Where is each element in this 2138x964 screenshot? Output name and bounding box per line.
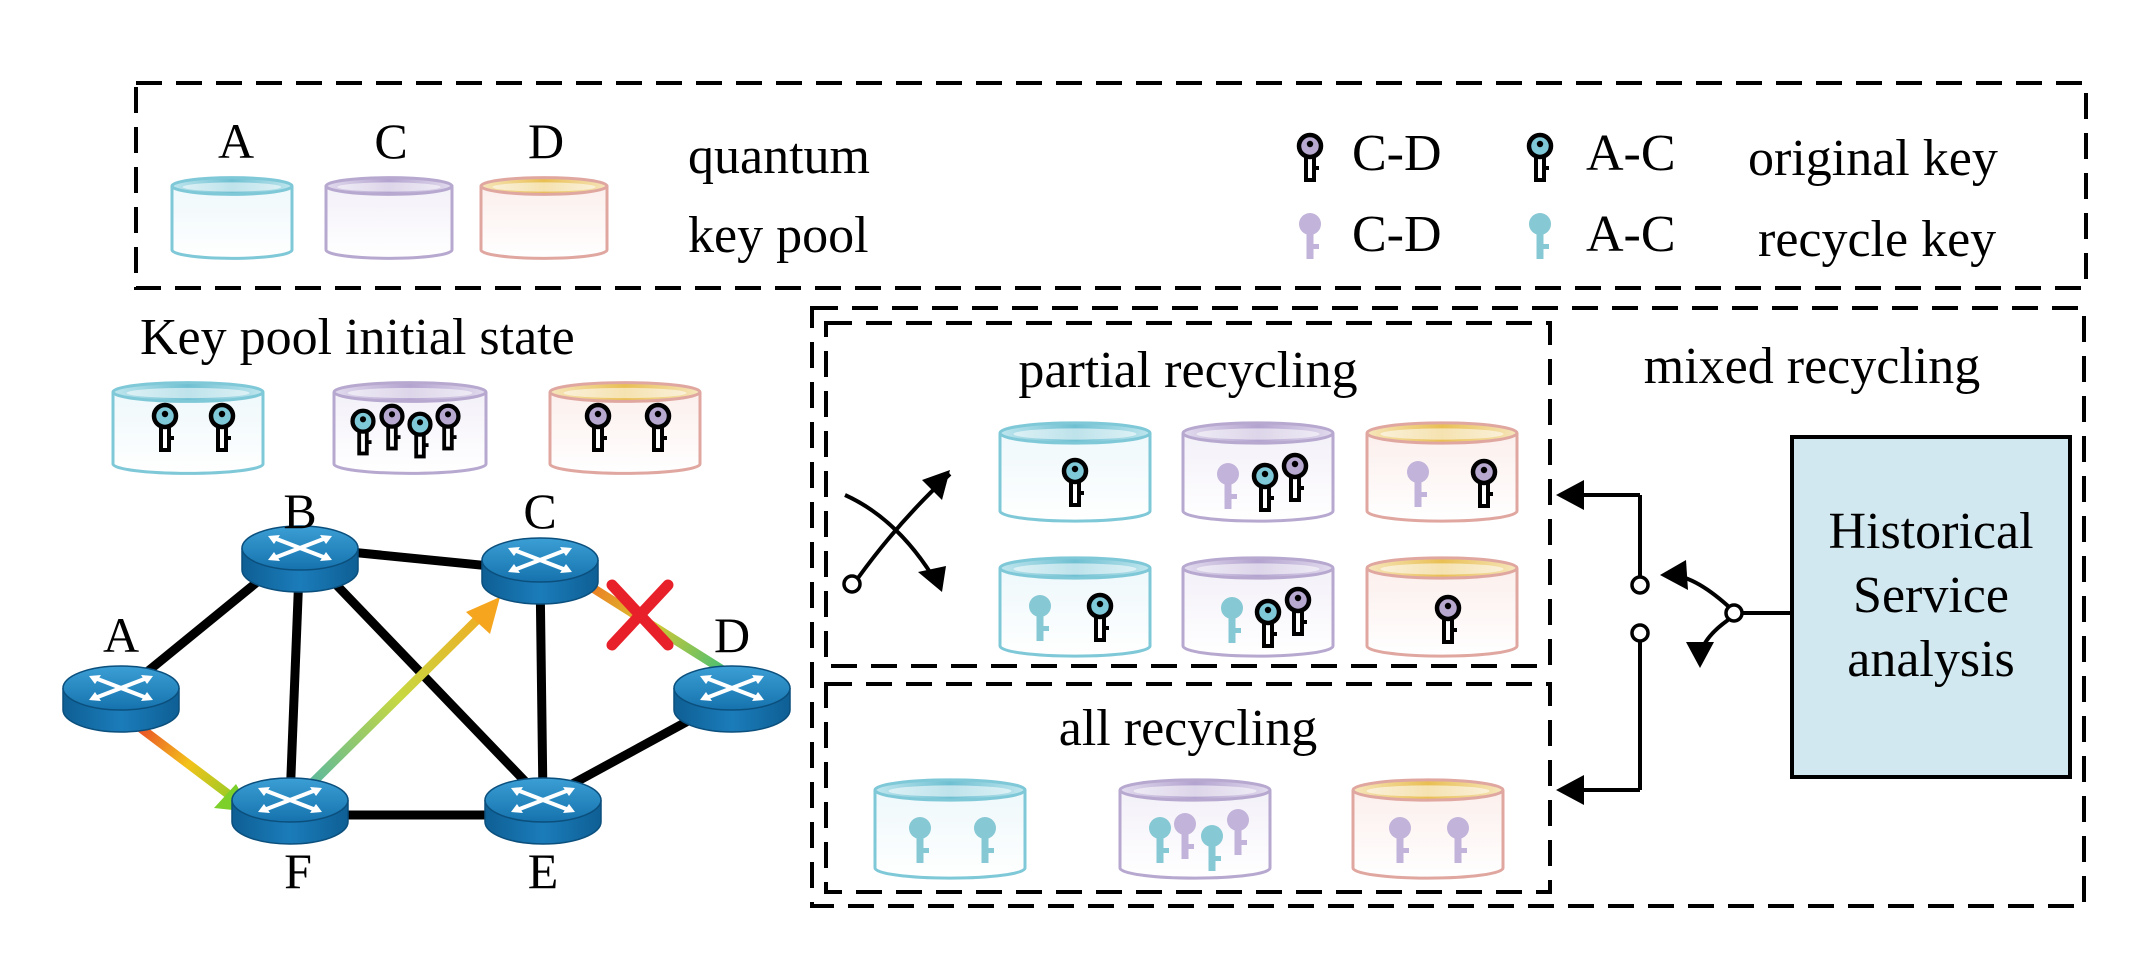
node-label-c: C bbox=[523, 483, 556, 539]
path-arrow-a-f bbox=[127, 716, 239, 804]
all-d-key-1-icon bbox=[1389, 817, 1411, 863]
partial-r2-c-key-2-icon bbox=[1254, 598, 1282, 648]
all-a-key-1-icon bbox=[909, 817, 931, 863]
legend-pool-label-a: A bbox=[218, 113, 254, 169]
partial-r1-d-key-2-icon bbox=[1470, 458, 1498, 508]
initial-a-key-1-icon bbox=[151, 402, 179, 452]
partial-r1-a-key-icon bbox=[1061, 457, 1089, 507]
partial-r1-c-key-3-icon bbox=[1281, 452, 1309, 502]
legend-pool-caption-line1: quantum bbox=[688, 128, 870, 185]
initial-pool-a bbox=[111, 381, 265, 475]
mixed-recycling-title: mixed recycling bbox=[1644, 338, 1980, 395]
legend-pools bbox=[170, 176, 609, 260]
routers bbox=[62, 525, 791, 845]
all-pool-d bbox=[1351, 778, 1505, 880]
original-key-cd-icon bbox=[1296, 132, 1324, 182]
legend-pool-a bbox=[170, 176, 294, 260]
all-c-key-3-icon bbox=[1201, 825, 1223, 871]
all-recycling-title: all recycling bbox=[1059, 700, 1317, 757]
partial-recycling-frame bbox=[824, 321, 1552, 668]
swap-arrows-icon bbox=[842, 470, 952, 594]
legend-recycle-ac: A-C bbox=[1586, 206, 1676, 263]
node-label-d: D bbox=[714, 607, 750, 663]
switch-terminal-source bbox=[1724, 603, 1744, 623]
legend-pool-label-d: D bbox=[528, 113, 564, 169]
legend-original-key-caption: original key bbox=[1748, 130, 1998, 187]
router-c-icon bbox=[481, 537, 599, 605]
initial-d-key-1-icon bbox=[584, 402, 612, 452]
historical-analysis-box bbox=[1790, 435, 2072, 779]
initial-state-title: Key pool initial state bbox=[140, 309, 575, 366]
partial-r1-c-key-1-icon bbox=[1217, 463, 1239, 509]
partial-r2-pool-a bbox=[998, 556, 1152, 658]
analysis-line1: Historical bbox=[1828, 503, 2033, 560]
initial-d-key-2-icon bbox=[644, 402, 672, 452]
recycle-key-cd-icon bbox=[1299, 213, 1321, 259]
initial-c-key-2-icon bbox=[379, 403, 405, 451]
legend-frame bbox=[134, 81, 2088, 290]
partial-r2-c-key-3-icon bbox=[1284, 586, 1312, 636]
partial-r2-a-key-1-icon bbox=[1029, 595, 1051, 641]
partial-r2-a-key-2-icon bbox=[1086, 592, 1114, 642]
recycle-key-ac-icon bbox=[1529, 213, 1551, 259]
legend-pool-label-c: C bbox=[374, 113, 407, 169]
node-label-b: B bbox=[283, 483, 316, 539]
partial-r1-c-key-2-icon bbox=[1251, 462, 1279, 512]
all-c-key-2-icon bbox=[1174, 813, 1196, 859]
switch-terminal-top bbox=[1630, 575, 1650, 595]
all-pool-a bbox=[873, 778, 1027, 880]
legend-keys bbox=[1296, 132, 1554, 259]
network-topology: A B C D E F bbox=[62, 483, 791, 899]
initial-pool-d bbox=[548, 381, 702, 475]
all-recycling-frame bbox=[824, 682, 1552, 894]
router-f-icon bbox=[231, 777, 349, 845]
mixed-recycling-frame bbox=[810, 306, 2086, 908]
original-key-ac-icon bbox=[1526, 132, 1554, 182]
initial-c-key-4-icon bbox=[435, 403, 461, 451]
partial-r2-c-key-1-icon bbox=[1221, 597, 1243, 643]
partial-r1-d-key-1-icon bbox=[1407, 461, 1429, 507]
all-c-key-4-icon bbox=[1227, 809, 1249, 855]
router-e-icon bbox=[484, 777, 602, 845]
partial-r2-d-key-icon bbox=[1434, 594, 1462, 644]
analysis-line2: Service bbox=[1853, 567, 2009, 624]
link-c-e bbox=[535, 570, 548, 801]
all-pool-c bbox=[1118, 778, 1272, 880]
switch-terminal-bottom bbox=[1630, 623, 1650, 643]
selector-switch bbox=[1556, 480, 1792, 805]
legend-original-cd: C-D bbox=[1352, 125, 1442, 182]
legend-pool-d bbox=[479, 176, 609, 260]
analysis-line3: analysis bbox=[1847, 631, 2015, 688]
initial-a-key-2-icon bbox=[208, 402, 236, 452]
router-d-icon bbox=[673, 665, 791, 733]
node-label-f: F bbox=[284, 843, 312, 899]
legend-recycle-cd: C-D bbox=[1352, 206, 1442, 263]
legend-original-ac: A-C bbox=[1586, 125, 1676, 182]
router-b-icon bbox=[241, 525, 359, 593]
node-label-e: E bbox=[528, 843, 559, 899]
failure-x-icon bbox=[606, 579, 674, 651]
initial-state-pools bbox=[111, 381, 702, 475]
router-a-icon bbox=[62, 665, 180, 733]
legend-pool-caption-line2: key pool bbox=[688, 207, 869, 264]
legend-recycle-key-caption: recycle key bbox=[1758, 211, 1996, 268]
mixed-recycling-pools bbox=[873, 421, 1519, 880]
legend-pool-c bbox=[324, 176, 454, 260]
all-c-key-1-icon bbox=[1149, 817, 1171, 863]
initial-c-key-1-icon bbox=[350, 408, 376, 456]
path-arrowhead-f-c bbox=[466, 597, 500, 634]
all-d-key-2-icon bbox=[1447, 817, 1469, 863]
node-label-a: A bbox=[103, 607, 139, 663]
all-a-key-2-icon bbox=[974, 817, 996, 863]
partial-recycling-title: partial recycling bbox=[1018, 342, 1357, 399]
initial-c-key-3-icon bbox=[407, 411, 433, 459]
path-arrow-f-c bbox=[296, 606, 491, 799]
